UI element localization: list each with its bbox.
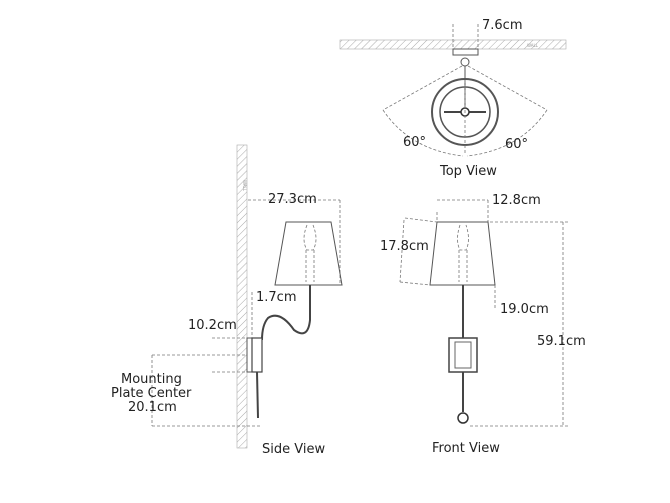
angle-right-label: 60°	[505, 137, 528, 152]
overall-height-dim: 59.1cm	[537, 334, 586, 349]
wall-hatch	[236, 144, 248, 449]
front-backplate	[448, 337, 478, 373]
side-backplate	[251, 337, 263, 373]
plate-height-dim: 10.2cm	[188, 318, 237, 333]
mounting-dim: 20.1cm	[128, 400, 177, 415]
mounting-label-line2: Plate Center	[111, 386, 192, 401]
extension-dim: 27.3cm	[268, 192, 317, 207]
side-shade	[274, 221, 343, 286]
front-shade	[429, 221, 496, 286]
side-arm	[261, 285, 311, 341]
mounting-plate	[452, 48, 479, 56]
front-candle	[457, 224, 469, 282]
swivel-joint	[460, 57, 470, 67]
wall-label: WALL	[527, 43, 539, 48]
top-width-dim: 7.6cm	[482, 18, 523, 33]
pull-ball	[457, 412, 469, 424]
top-view-title: Top View	[439, 164, 497, 179]
side-view: WALL 27.3cm 1.7cm 10.2cm Mounting Plate …	[111, 144, 343, 457]
side-view-title: Side View	[262, 442, 325, 457]
top-view: WALL 7.6cm 60° 60° Top View	[339, 18, 567, 179]
shade-height-dim: 17.8cm	[380, 239, 429, 254]
rotation-arc-right	[466, 109, 548, 157]
front-view-title: Front View	[432, 441, 500, 456]
plate-depth-dim: 1.7cm	[256, 290, 297, 305]
angle-left-label: 60°	[403, 135, 426, 150]
side-candle	[303, 224, 317, 282]
shade-bottom-dim: 19.0cm	[500, 302, 549, 317]
rotation-arc-left	[382, 109, 464, 157]
front-view: 12.8cm 17.8cm 19.0cm 59.1cm Front View	[380, 193, 586, 456]
shade-top-dim: 12.8cm	[492, 193, 541, 208]
mounting-label-line1: Mounting	[121, 372, 182, 387]
side-wall-label: WALL	[242, 180, 247, 192]
